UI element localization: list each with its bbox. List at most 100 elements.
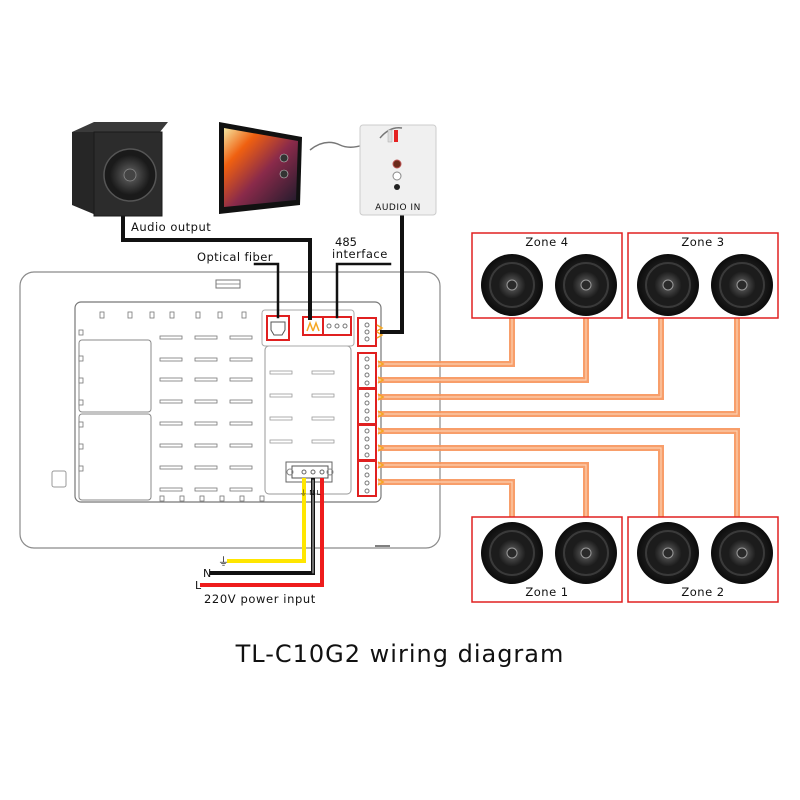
terminal-pin <box>364 392 370 398</box>
signal-wires <box>121 213 404 334</box>
speaker-output-terminals <box>357 352 377 497</box>
connector-pin <box>377 360 385 368</box>
vent-slot <box>159 487 183 492</box>
rs485-label-line1: 485 <box>335 235 357 249</box>
terminal-pin <box>364 408 370 414</box>
speaker-terminal-block <box>357 352 377 389</box>
audio-output-label: Audio output <box>131 220 211 234</box>
notch <box>78 355 84 362</box>
terminal-pin <box>364 380 370 386</box>
speaker-terminal-block <box>357 424 377 461</box>
board-notches <box>78 311 265 502</box>
zone-box: Zone 3 <box>627 232 779 319</box>
vent-slot <box>229 443 253 448</box>
notch <box>195 311 201 319</box>
terminal-pin <box>364 472 370 478</box>
ground-wire <box>227 478 306 563</box>
vent-slots <box>159 335 335 492</box>
terminal-pin <box>364 364 370 370</box>
vent-slot <box>194 335 218 340</box>
vent-slot <box>311 416 335 421</box>
live-wire <box>200 478 324 587</box>
live-label: L <box>195 579 202 592</box>
speaker-terminal-block <box>357 460 377 497</box>
vent-slot <box>269 416 293 421</box>
vent-slot <box>229 399 253 404</box>
diagram-title: TL-C10G2 wiring diagram <box>235 640 565 668</box>
zone-label: Zone 3 <box>681 235 724 249</box>
zone-label: Zone 2 <box>681 585 724 599</box>
notch <box>149 311 155 319</box>
notch <box>159 495 165 502</box>
terminal-pin <box>364 464 370 470</box>
tv-image <box>219 122 381 214</box>
connector-pin <box>377 393 385 401</box>
vent-slot <box>229 335 253 340</box>
vent-slot <box>311 439 335 444</box>
vent-slot <box>194 399 218 404</box>
vent-slot <box>159 465 183 470</box>
vent-slot <box>229 377 253 382</box>
terminal-pin <box>364 428 370 434</box>
notch <box>78 465 84 472</box>
audio-in-label: AUDIO IN <box>375 203 421 213</box>
ceiling-speaker-icon <box>555 522 617 584</box>
speaker-wires <box>377 318 740 520</box>
notch <box>259 495 265 502</box>
ceiling-speaker-icon <box>481 522 543 584</box>
connector-pin <box>377 444 385 452</box>
rs485-wire <box>335 262 392 319</box>
audio-in-wall-plate: AUDIO IN <box>359 124 437 216</box>
terminal-pin <box>364 488 370 494</box>
vent-slot <box>229 421 253 426</box>
svg-text:⏚ N L: ⏚ N L <box>300 489 321 497</box>
audio-in-port <box>357 317 384 347</box>
ceiling-speaker-icon <box>637 522 699 584</box>
vent-slot <box>311 393 335 398</box>
vent-slot <box>269 393 293 398</box>
ground-label: ⏚ <box>218 555 229 568</box>
subwoofer-image <box>72 122 168 217</box>
notch <box>217 311 223 319</box>
notch <box>78 377 84 384</box>
ceiling-speaker-icon <box>711 522 773 584</box>
terminal-pin <box>364 452 370 458</box>
vent-slot <box>194 487 218 492</box>
terminal-pin <box>364 356 370 362</box>
rs485-label-line2: interface <box>332 247 388 261</box>
optical-port <box>266 315 290 341</box>
zone-label: Zone 4 <box>525 235 568 249</box>
vent-slot <box>194 443 218 448</box>
ceiling-speaker-icon <box>481 254 543 316</box>
vent-slot <box>194 465 218 470</box>
notch <box>78 421 84 428</box>
notch <box>78 399 84 406</box>
vent-slot <box>311 370 335 375</box>
audio-output-wire <box>121 216 312 320</box>
vent-slot <box>269 370 293 375</box>
optical-fiber-wire <box>253 262 280 319</box>
vent-slot <box>229 487 253 492</box>
connector-pin <box>377 478 385 486</box>
vent-slot <box>159 357 183 362</box>
power-input-label: 220V power input <box>204 592 316 606</box>
terminal-pin <box>364 400 370 406</box>
notch <box>219 495 225 502</box>
speaker-terminal-block <box>357 388 377 425</box>
vent-slot <box>269 439 293 444</box>
vent-slot <box>229 357 253 362</box>
terminal-pin <box>364 444 370 450</box>
terminal-pin <box>364 436 370 442</box>
ceiling-speaker-icon <box>711 254 773 316</box>
power-terminal <box>285 461 334 483</box>
notch <box>169 311 175 319</box>
connector-pin <box>377 376 385 384</box>
vent-slot <box>229 465 253 470</box>
vent-slot <box>159 377 183 382</box>
terminal-pin <box>364 480 370 486</box>
notch <box>241 311 247 319</box>
notch <box>199 495 205 502</box>
terminal-pin <box>364 416 370 422</box>
